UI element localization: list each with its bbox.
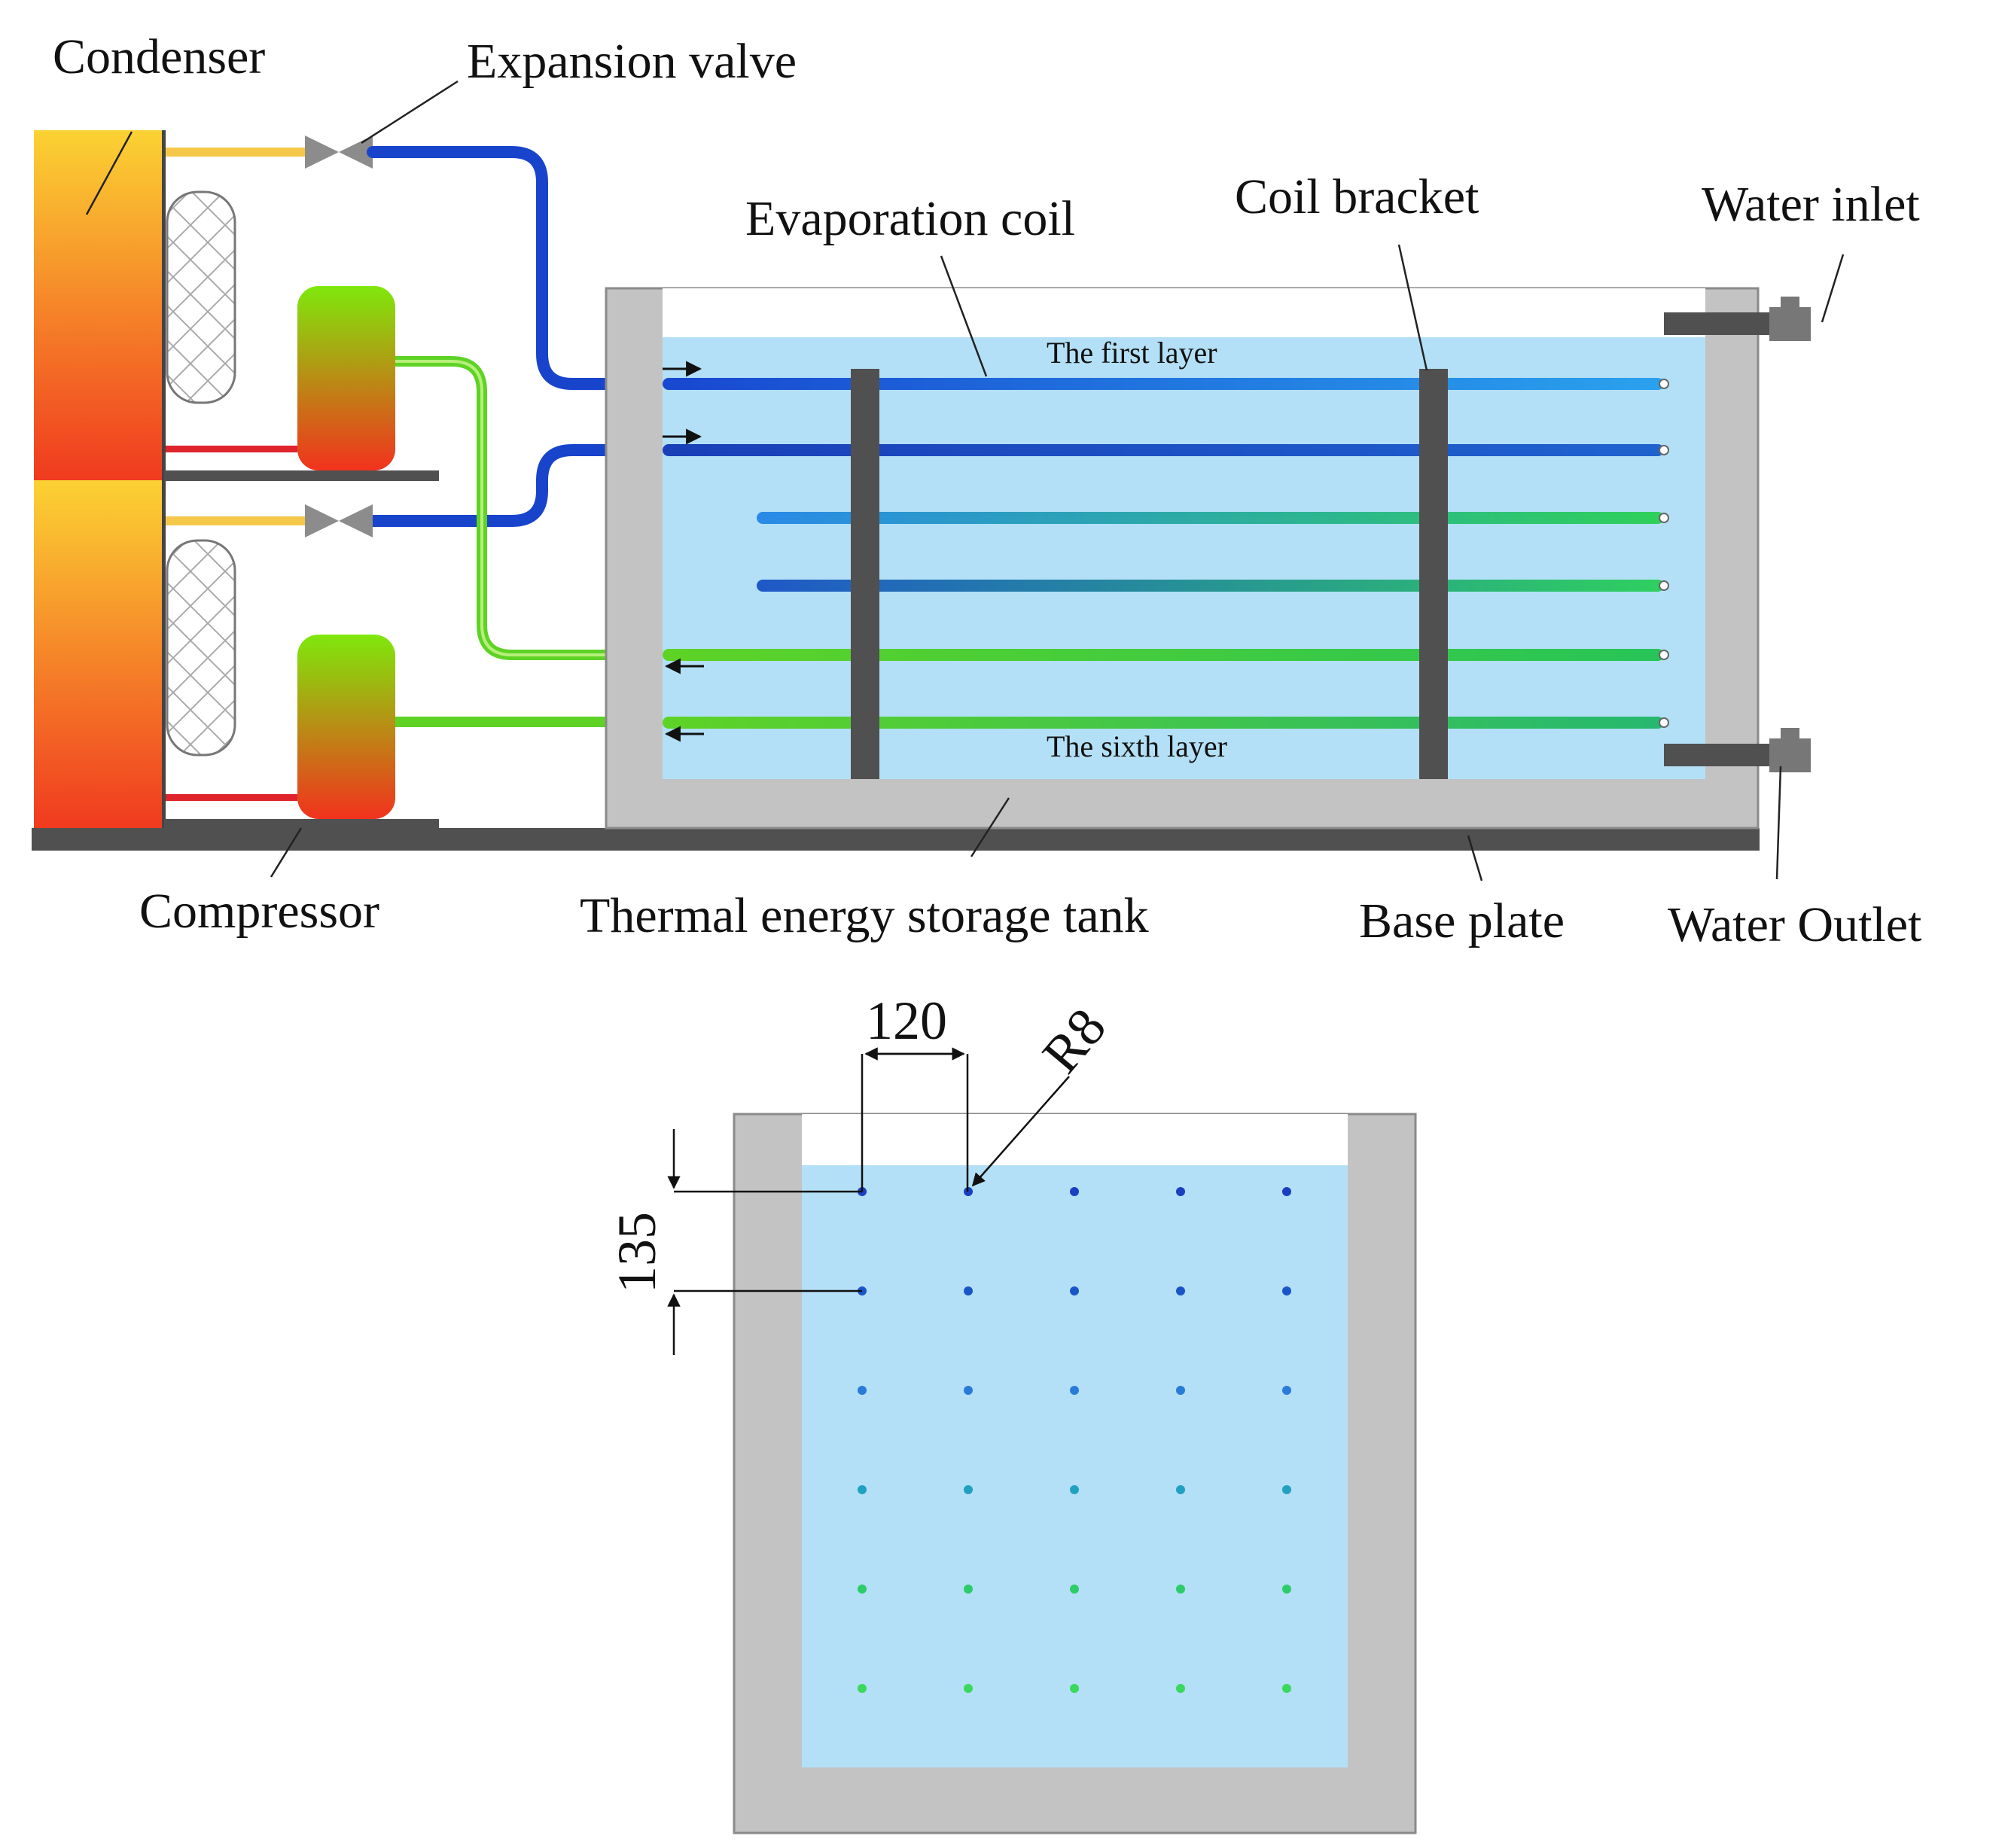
coil-section-dot xyxy=(1070,1286,1079,1295)
coil-bracket xyxy=(851,369,879,779)
coil-section-dot xyxy=(1070,1386,1079,1395)
water xyxy=(663,337,1705,779)
coil-section-dot xyxy=(964,1485,973,1494)
coil-end xyxy=(1659,379,1669,389)
evaporation-coil xyxy=(663,378,1669,729)
coil-end xyxy=(1659,650,1669,660)
coil-bracket xyxy=(1419,369,1448,779)
coil-layer-2 xyxy=(663,444,1664,456)
tank-cross-section xyxy=(733,1113,1417,1834)
water-outlet-pipe xyxy=(1664,728,1811,772)
base-plate xyxy=(32,828,1760,851)
green-pipe xyxy=(395,360,606,656)
coil-section-dot xyxy=(1176,1286,1185,1295)
condenser-label: Condenser xyxy=(53,29,265,84)
compressor-top xyxy=(297,286,395,470)
coil-section-dot xyxy=(1282,1286,1291,1295)
dimension-vertical-spacing: 135 xyxy=(607,1212,667,1293)
compressor-bottom xyxy=(297,635,395,819)
leader-lines xyxy=(85,80,1845,881)
coil-section-dot xyxy=(1176,1485,1185,1494)
water-outlet-label: Water Outlet xyxy=(1668,897,1921,952)
coil-end xyxy=(1659,717,1669,728)
coil-section-dot xyxy=(858,1386,867,1395)
green-pipe xyxy=(395,717,606,727)
coil-section-dot xyxy=(1176,1684,1185,1693)
expansion-valve-label: Expansion valve xyxy=(467,34,797,89)
coil-section-dot xyxy=(964,1386,973,1395)
dimension-lines xyxy=(667,1047,1070,1355)
coil-layer-5 xyxy=(663,649,1664,661)
coil-section-dot xyxy=(1070,1585,1079,1594)
yellow-pipe xyxy=(166,148,312,157)
blue-pipe xyxy=(367,146,612,390)
dimension-horizontal-spacing: 120 xyxy=(866,991,947,1051)
sixth-layer-label: The sixth layer xyxy=(1047,729,1227,763)
coil-section-dot xyxy=(1070,1187,1079,1196)
coil-bracket-label: Coil bracket xyxy=(1235,169,1479,224)
coil-section-dot xyxy=(964,1286,973,1295)
water xyxy=(802,1165,1348,1767)
coil-layer-3 xyxy=(757,512,1664,524)
coil-layer-1 xyxy=(663,378,1664,390)
coil-section-dot xyxy=(964,1684,973,1693)
coil-section-grid xyxy=(858,1187,1291,1693)
shelf xyxy=(164,819,439,830)
coil-section-dot xyxy=(1282,1187,1291,1196)
compressor-label: Compressor xyxy=(139,884,379,939)
coil-section-dot xyxy=(964,1585,973,1594)
red-pipe xyxy=(166,794,297,801)
coil-layer-4 xyxy=(757,580,1664,592)
flow-arrows xyxy=(663,361,704,742)
expansion-valve-icon xyxy=(305,135,373,169)
condenser-unit-bottom xyxy=(34,480,236,828)
blue-pipe xyxy=(373,444,606,527)
shelf xyxy=(164,470,439,481)
coil-section-dot xyxy=(858,1585,867,1594)
coil-section-dot xyxy=(858,1684,867,1693)
coil-end xyxy=(1659,513,1669,523)
tank-label: Thermal energy storage tank xyxy=(580,888,1149,943)
coil-end xyxy=(1659,580,1669,591)
coil-section-dot xyxy=(1176,1585,1185,1594)
yellow-pipe xyxy=(166,516,312,525)
coil-section-dot xyxy=(1282,1485,1291,1494)
coil-section-dot xyxy=(1070,1684,1079,1693)
dimension-radius: R8 xyxy=(1031,997,1117,1084)
green-pipe xyxy=(395,356,606,660)
water-inlet-label: Water inlet xyxy=(1702,177,1920,232)
red-pipe xyxy=(166,446,297,452)
coil-section-dot xyxy=(1282,1386,1291,1395)
condenser-unit-top xyxy=(34,130,236,480)
coil-section-dot xyxy=(1176,1386,1185,1395)
coil-section-dot xyxy=(1070,1485,1079,1494)
coil-layer-6 xyxy=(663,717,1664,729)
expansion-valve-icon xyxy=(305,504,373,537)
base-plate-label: Base plate xyxy=(1359,894,1565,948)
coil-section-dot xyxy=(858,1485,867,1494)
evaporation-coil-label: Evaporation coil xyxy=(745,191,1075,246)
coil-section-dot xyxy=(1176,1187,1185,1196)
coil-section-dot xyxy=(1282,1684,1291,1693)
coil-end xyxy=(1659,445,1669,455)
coil-section-dot xyxy=(1282,1585,1291,1594)
first-layer-label: The first layer xyxy=(1047,336,1217,370)
water-inlet-pipe xyxy=(1664,297,1811,341)
